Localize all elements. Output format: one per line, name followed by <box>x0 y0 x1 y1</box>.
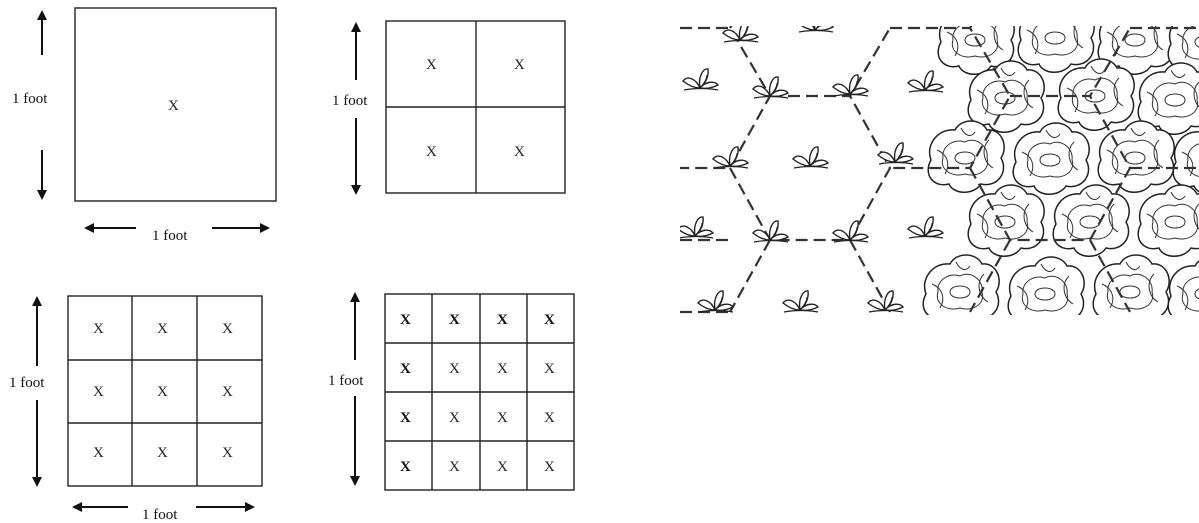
plant-mark: X <box>544 459 555 475</box>
plant-mark: X <box>497 312 508 328</box>
plant-mark: X <box>400 312 411 328</box>
horizontal-dimension-label: 1 foot <box>152 228 188 244</box>
plant-mark: X <box>449 410 460 426</box>
plant-mark: X <box>426 144 437 160</box>
lettuce-head-cluster <box>922 26 1199 315</box>
grid-4x4-panel: 1 foot X X X X X X X X X X X X X X X X <box>328 292 575 491</box>
horizontal-dimension-label: 1 foot <box>142 507 178 523</box>
grid-3x3-panel: 1 foot X X X X X X X X X 1 foot <box>9 295 263 523</box>
plant-mark: X <box>449 361 460 377</box>
plant-mark: X <box>426 57 437 73</box>
plant-mark: X <box>157 321 168 337</box>
grid-square <box>67 295 263 487</box>
vertical-dimension-label: 1 foot <box>9 375 45 391</box>
plant-mark: X <box>157 445 168 461</box>
vertical-dimension-label: 1 foot <box>12 91 48 107</box>
plant-mark: X <box>400 361 411 377</box>
plant-mark: X <box>222 384 233 400</box>
grid-2x2-panel: 1 foot X X X X <box>332 20 566 195</box>
plant-mark: X <box>400 410 411 426</box>
plant-mark: X <box>93 384 104 400</box>
plant-mark: X <box>400 459 411 475</box>
grid-1x1-panel: 1 foot X 1 foot <box>12 7 277 244</box>
plant-mark: X <box>497 459 508 475</box>
plant-mark: X <box>514 144 525 160</box>
hexagonal-planting-illustration <box>680 26 1199 315</box>
plant-mark: X <box>544 361 555 377</box>
plant-mark: X <box>449 459 460 475</box>
plant-mark: X <box>168 98 179 114</box>
plant-mark: X <box>157 384 168 400</box>
plant-mark: X <box>93 321 104 337</box>
plant-mark: X <box>222 445 233 461</box>
plant-mark: X <box>514 57 525 73</box>
plant-mark: X <box>497 361 508 377</box>
grid-square <box>74 7 277 202</box>
plant-mark: X <box>544 410 555 426</box>
vertical-dimension-label: 1 foot <box>328 373 364 389</box>
plant-mark: X <box>544 312 555 328</box>
plant-mark: X <box>497 410 508 426</box>
plant-mark: X <box>449 312 460 328</box>
plant-mark: X <box>93 445 104 461</box>
vertical-dimension-label: 1 foot <box>332 93 368 109</box>
plant-mark: X <box>222 321 233 337</box>
